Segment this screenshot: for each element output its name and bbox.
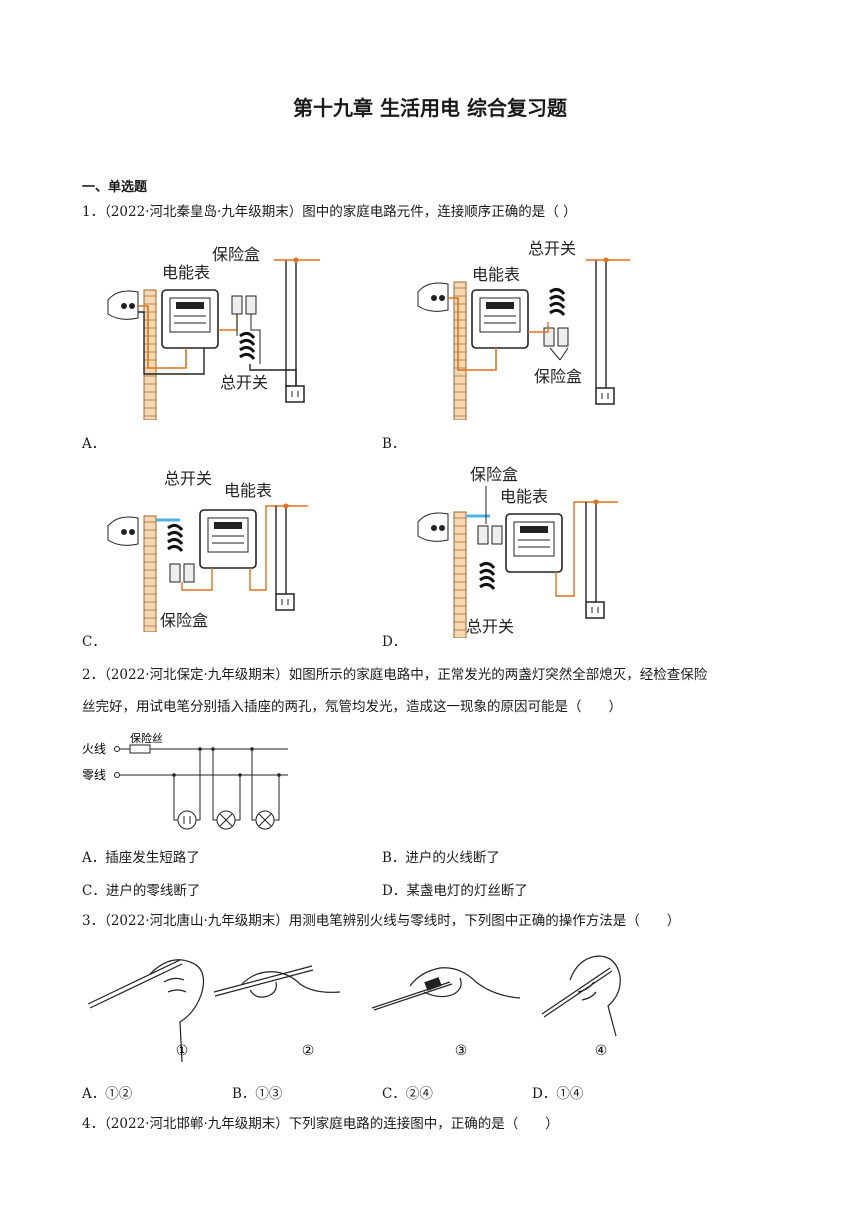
question-2-stem-line2: 丝完好，用试电笔分别插入插座的两孔，氖管均发光，造成这一现象的原因可能是（ ）: [82, 699, 622, 715]
wall-outlet-icon: [595, 387, 615, 405]
q1-option-b[interactable]: B．: [382, 436, 406, 452]
question-3-stem: 3．（2022·河北唐山·九年级期末）用测电笔辨别火线与零线时，下列图中正确的操…: [82, 913, 681, 929]
q3-test-pen-figure: ① ② ③ ④: [87, 955, 621, 1063]
main-switch-label: 总开关: [220, 373, 268, 392]
fuse-label: 保险丝: [130, 731, 163, 745]
q1-option-d[interactable]: D．: [382, 634, 407, 650]
hand-pen-2-icon: [213, 965, 341, 998]
hand-pen-4-icon: [541, 955, 621, 1037]
main-switch-label: 总开关: [466, 617, 514, 636]
question-2-stem-line1: 2．（2022·河北保定·九年级期末）如图所示的家庭电路中，正常发光的两盏灯突然…: [82, 667, 708, 683]
main-switch-icon: [479, 561, 496, 590]
fig-label-1: ①: [176, 1043, 189, 1059]
fig-label-3: ③: [455, 1043, 468, 1059]
q2-option-a[interactable]: A．插座发生短路了: [82, 850, 200, 866]
fuse-box-label: 保险盒: [534, 367, 582, 386]
live-wire-label: 火线: [82, 742, 106, 756]
socket-icon: [177, 810, 197, 830]
q2-option-d[interactable]: D．某盏电灯的灯丝断了: [382, 883, 528, 899]
q2-option-b[interactable]: B．进户的火线断了: [382, 850, 500, 866]
q2-option-c[interactable]: C．进户的零线断了: [82, 883, 201, 899]
wall-icon: [453, 511, 467, 638]
main-switch-label: 总开关: [528, 239, 576, 258]
meter-label: 电能表: [162, 263, 210, 282]
meter-label: 电能表: [500, 487, 548, 506]
q1-option-a[interactable]: A．: [82, 436, 106, 452]
hand-pen-1-icon: [87, 959, 205, 1063]
meter-label: 电能表: [224, 481, 272, 500]
q2-circuit-figure: 火线 零线 保险丝: [82, 731, 288, 830]
fuse-box-label: 保险盒: [160, 611, 208, 630]
fuse-box-icon: [231, 295, 243, 315]
fig-label-2: ②: [302, 1043, 315, 1059]
fuse-box-label: 保险盒: [470, 465, 518, 484]
fuse-box-label: 保险盒: [212, 245, 260, 264]
wall-outlet-icon: [585, 601, 605, 619]
question-4-stem: 4．（2022·河北邯郸·九年级期末）下列家庭电路的连接图中，正确的是（ ）: [82, 1116, 559, 1132]
q3-option-a[interactable]: A．①②: [82, 1086, 133, 1102]
q3-option-d[interactable]: D．①④: [532, 1086, 584, 1102]
main-switch-icon: [239, 331, 256, 360]
q1-option-c[interactable]: C．: [82, 634, 106, 650]
question-1-stem: 1．（2022·河北秦皇岛·九年级期末）图中的家庭电路元件，连接顺序正确的是（ …: [82, 204, 577, 220]
wall-outlet-icon: [285, 385, 305, 403]
page-title: 第十九章 生活用电 综合复习题: [293, 96, 567, 120]
q3-option-b[interactable]: B．①③: [232, 1086, 283, 1102]
main-switch-icon: [167, 523, 184, 552]
wall-outlet-icon: [275, 593, 295, 611]
section-heading: 一、单选题: [82, 180, 148, 195]
neutral-wire-label: 零线: [82, 768, 106, 782]
fig-label-4: ④: [595, 1043, 608, 1059]
main-switch-label: 总开关: [164, 469, 212, 488]
wall-icon: [453, 281, 467, 420]
main-switch-icon: [549, 287, 566, 316]
fuse-icon: [129, 744, 151, 754]
q3-option-c[interactable]: C．②④: [382, 1086, 433, 1102]
wall-icon: [143, 289, 157, 420]
fuse-box-icon: [169, 563, 181, 583]
fuse-box-icon: [477, 525, 489, 545]
meter-label: 电能表: [472, 265, 520, 284]
fuse-box-icon: [543, 327, 555, 347]
wall-icon: [143, 515, 157, 632]
hand-pen-3-icon: [371, 967, 521, 1011]
